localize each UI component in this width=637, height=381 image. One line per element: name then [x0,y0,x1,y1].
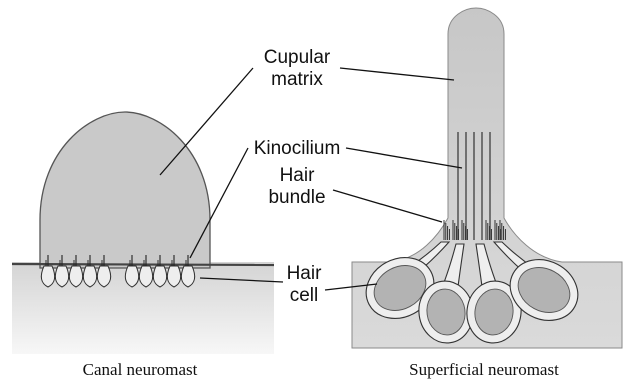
caption-superficial-neuromast: Superficial neuromast [409,360,559,379]
canal-cupula [40,112,210,268]
kinocilium-label: Kinocilium [254,138,341,159]
hair-cell-label-1: Hair [287,263,323,284]
cupular-matrix-label-1: Cupular [264,47,331,68]
hair-bundle-label-2: bundle [268,187,325,208]
superficial-neuromast [352,8,622,348]
hair-cell-label-2: cell [290,285,319,306]
cupular-matrix-leader-left [160,68,253,175]
hair-bundle-leader [333,190,442,222]
caption-canal-neuromast: Canal neuromast [83,360,198,379]
canal-neuromast [12,112,274,354]
kinocilium-leader-right [346,148,462,168]
cupular-matrix-leader-right [340,68,454,80]
cupular-matrix-label-2: matrix [271,69,323,90]
hair-bundle-label-1: Hair [280,165,316,186]
canal-epithelium-surface [12,264,274,265]
